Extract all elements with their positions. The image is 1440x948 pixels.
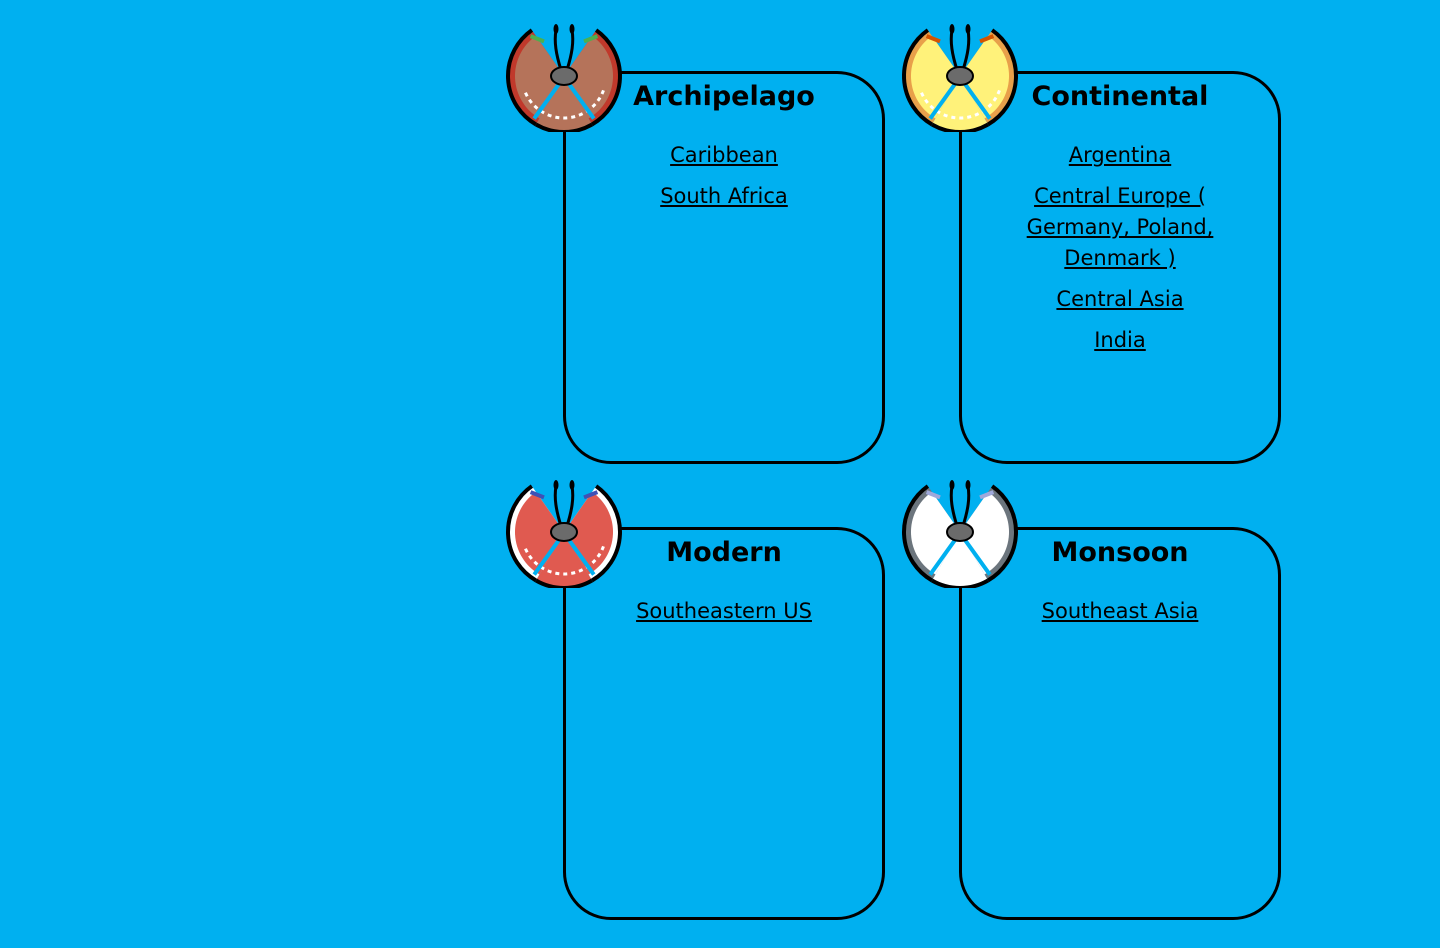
region-links-archipelago: Caribbean South Africa [566,140,882,222]
region-title-modern: Modern [666,537,782,568]
region-card-modern: Modern Southeastern US [563,527,885,920]
region-links-continental: Argentina Central Europe ( Germany, Pola… [962,140,1278,366]
region-links-monsoon: Southeast Asia [962,596,1278,637]
region-card-archipelago: Archipelago Caribbean South Africa [563,71,885,464]
region-link-argentina[interactable]: Argentina [1068,143,1172,167]
region-title-monsoon: Monsoon [1051,537,1189,568]
region-links-modern: Southeastern US [566,596,882,637]
region-card-monsoon: Monsoon Southeast Asia [959,527,1281,920]
region-link-southeastern-us[interactable]: Southeastern US [636,599,812,623]
region-title-archipelago: Archipelago [633,81,815,112]
butterfly-emblem-icon [902,480,1018,588]
region-title-continental: Continental [1031,81,1209,112]
butterfly-emblem-icon [506,24,622,132]
region-link-india[interactable]: India [1094,328,1146,352]
region-link-south-africa[interactable]: South Africa [660,184,788,208]
region-link-central-europe[interactable]: Central Europe ( Germany, Poland, Denmar… [1026,184,1214,270]
region-card-continental: Continental Argentina Central Europe ( G… [959,71,1281,464]
region-link-central-asia[interactable]: Central Asia [1056,287,1184,311]
region-link-caribbean[interactable]: Caribbean [670,143,778,167]
butterfly-emblem-icon [902,24,1018,132]
butterfly-emblem-icon [506,480,622,588]
region-link-southeast-asia[interactable]: Southeast Asia [1041,599,1199,623]
